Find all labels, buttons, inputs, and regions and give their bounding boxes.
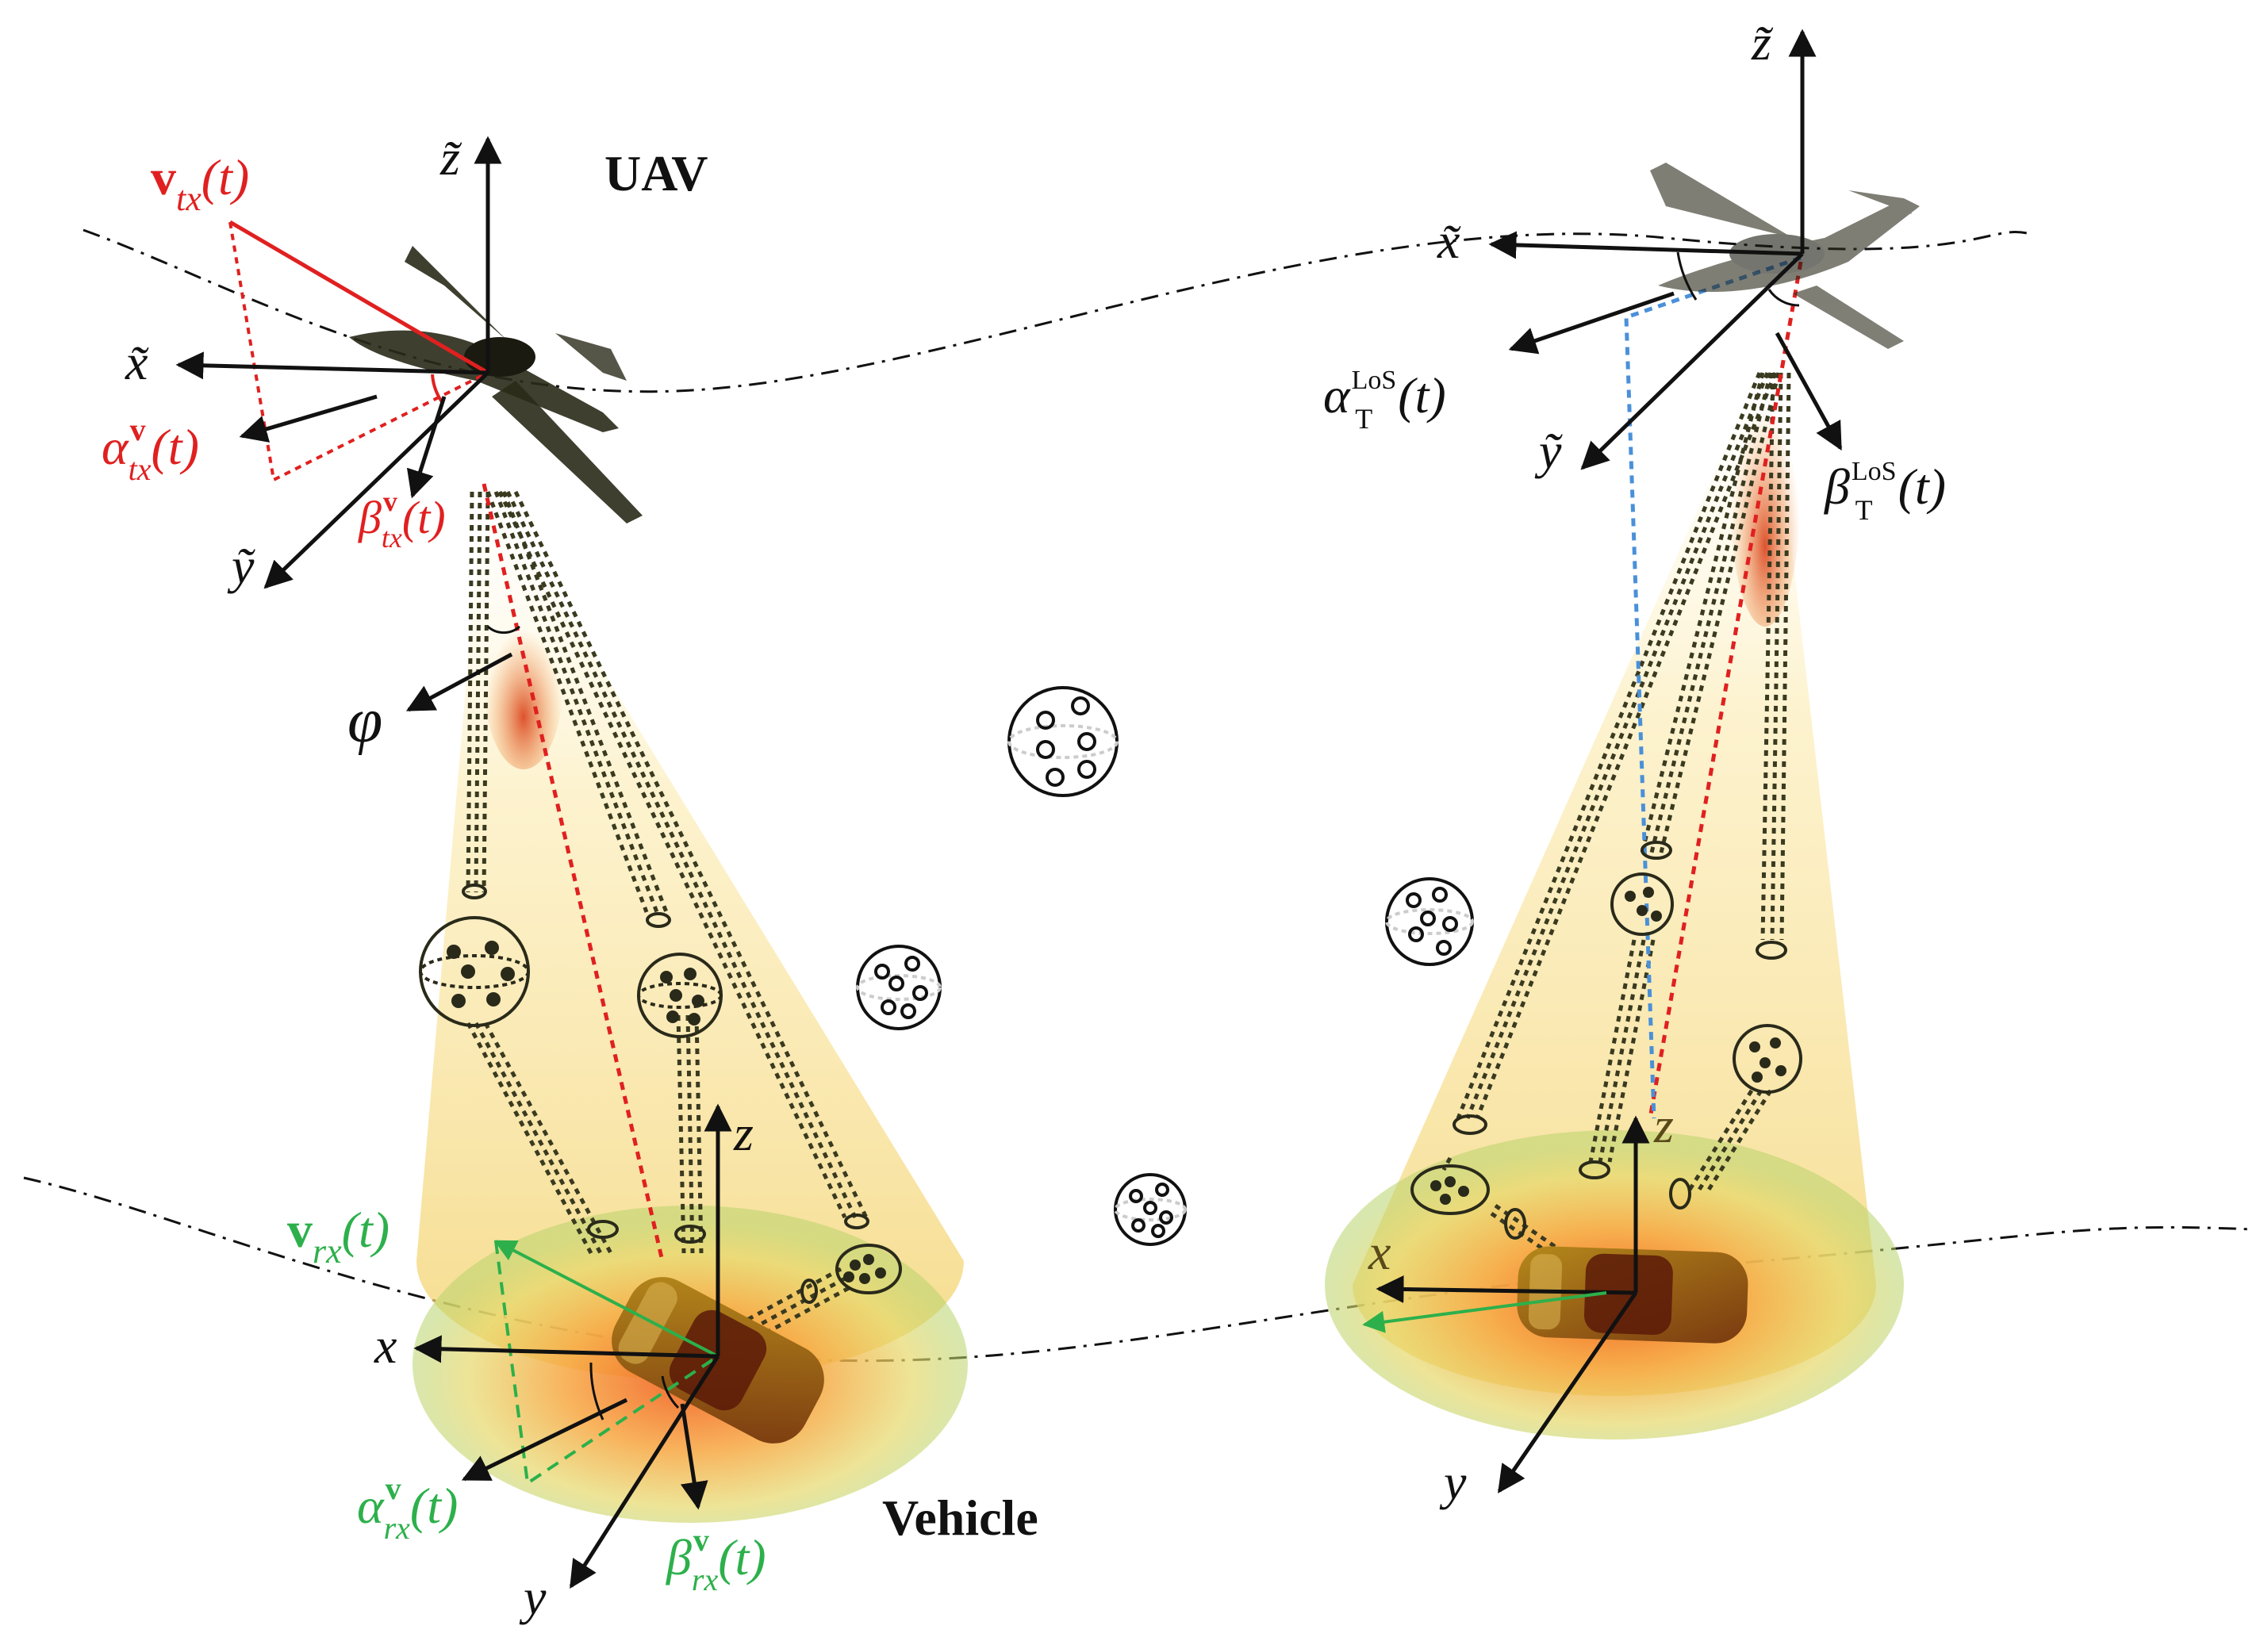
right-vehicle-axes [1376,1115,1650,1493]
right-multipath-bundles [1441,372,1791,1260]
tx-velocity-geometry [228,220,489,482]
scatterer-cluster-icon [1385,877,1474,966]
uav-label: UAV [604,145,708,201]
scatterer-cluster-icon [419,884,530,1027]
scatterer-cluster-icon [587,1213,902,1304]
right-rx-velocity [1362,1291,1607,1333]
tx-z-tilde-label: z̃ [439,129,462,186]
uav-trajectory [83,228,2032,393]
car-icon [612,1277,824,1444]
rx-velocity-label: vrx(t) [287,1202,390,1271]
tx-y-tilde-label: ỹ [227,538,255,594]
right-los-path [1648,261,1803,1119]
vehicle-trajectory [23,1176,2254,1363]
tx-x-tilde-label: x̃ [125,334,149,390]
right-y-tilde-label: ỹ [1534,423,1563,479]
rx-velocity-geometry [493,1240,720,1486]
scatterer-cluster-icon [1114,1173,1187,1246]
scatterer-cluster-icon [1410,1114,1691,1240]
right-beam-cone [1353,349,1876,1396]
uav-drone-icon [1650,163,1920,349]
left-uav-beam-hotspot [484,595,563,769]
scatterer-cluster-icon [1733,941,1802,1094]
scatterer-cluster-icon [1610,841,1674,936]
right-z-label: z [1653,1097,1674,1153]
scatterer-cluster-icon [1007,686,1119,797]
scatterer-cluster-icon [637,912,723,1038]
scatterer-cluster-icon [856,945,942,1030]
uav-drone-icon [349,246,643,523]
tx-velocity-label: vtx(t) [151,149,249,218]
left-multipath-bundles [466,490,869,1342]
right-z-tilde-label: z̃ [1751,14,1774,71]
left-los-path [482,483,665,1262]
right-y-label: y [1439,1454,1467,1510]
rx-y-label: y [519,1569,547,1625]
right-x-tilde-label: x̃ [1437,213,1461,269]
right-x-label: x [1368,1224,1391,1280]
phi-label: φ [347,686,382,756]
rx-z-label: z [733,1105,754,1161]
vehicle-label: Vehicle [882,1490,1038,1546]
rx-x-label: x [374,1317,397,1374]
tx-axes [175,136,520,712]
right-uav-axes [1488,29,1843,470]
rx-axes [413,1103,732,1589]
